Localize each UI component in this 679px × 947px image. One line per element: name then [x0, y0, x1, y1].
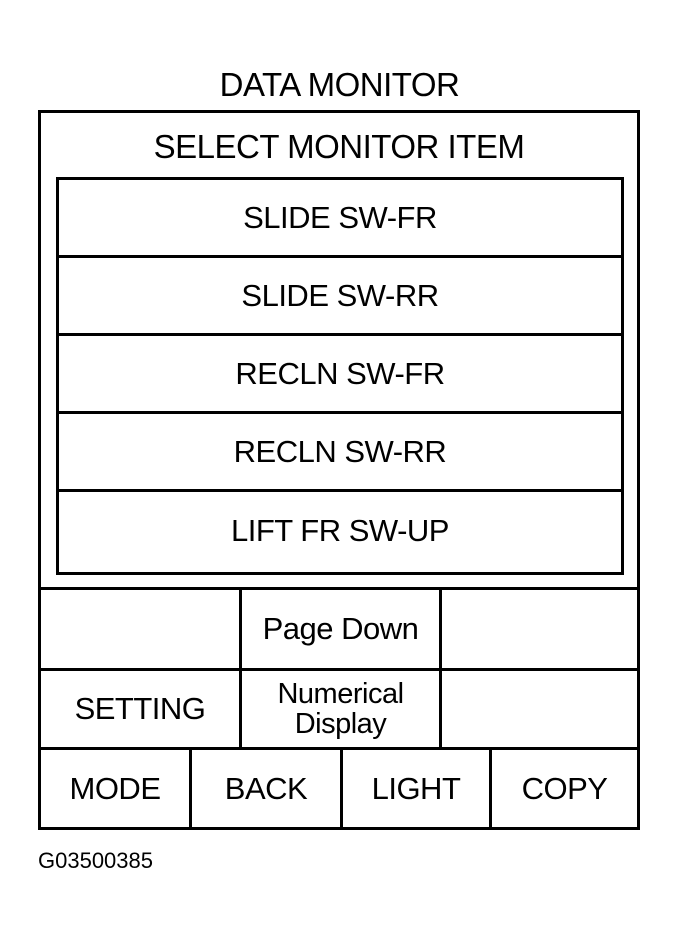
setting-button[interactable]: SETTING [74, 691, 206, 726]
button-column-divider-1 [239, 590, 242, 747]
empty-button-right-row1[interactable] [442, 590, 637, 668]
mode-button[interactable]: MODE [69, 770, 162, 806]
bottom-button-divider-2 [340, 750, 343, 827]
data-monitor-title: DATA MONITOR [219, 66, 460, 103]
copy-button[interactable]: COPY [521, 770, 608, 806]
empty-button-right-row2[interactable] [442, 671, 637, 747]
monitor-item-recln-sw-rr[interactable]: RECLN SW-RR [59, 414, 621, 492]
back-button[interactable]: BACK [224, 770, 308, 806]
bottom-button-divider-3 [489, 750, 492, 827]
numerical-display-button[interactable]: Numerical Display [242, 671, 439, 747]
button-area-top-border [41, 587, 637, 590]
monitor-item-lift-fr-sw-up[interactable]: LIFT FR SW-UP [231, 513, 449, 548]
monitor-screen: SELECT MONITOR ITEM SLIDE SW-FR SLIDE SW… [38, 110, 640, 830]
button-column-divider-2 [439, 590, 442, 747]
select-monitor-item-heading: SELECT MONITOR ITEM [153, 128, 525, 165]
page-down-button[interactable]: Page Down [262, 611, 419, 646]
figure-id-caption: G03500385 [38, 848, 153, 873]
button-row-divider-2 [41, 747, 637, 750]
light-button[interactable]: LIGHT [371, 770, 461, 806]
monitor-item-slide-sw-rr[interactable]: SLIDE SW-RR [59, 258, 621, 336]
bottom-button-divider-1 [189, 750, 192, 827]
monitor-item-slide-sw-fr[interactable]: SLIDE SW-FR [59, 180, 621, 258]
empty-button-left-row1[interactable] [41, 590, 239, 668]
numerical-display-line1: Numerical [277, 678, 404, 710]
button-row-divider-1 [41, 668, 637, 671]
numerical-display-line2: Display [294, 708, 387, 740]
monitor-item-list: SLIDE SW-FR SLIDE SW-RR RECLN SW-FR RECL… [56, 177, 624, 575]
monitor-item-recln-sw-fr[interactable]: RECLN SW-FR [59, 336, 621, 414]
